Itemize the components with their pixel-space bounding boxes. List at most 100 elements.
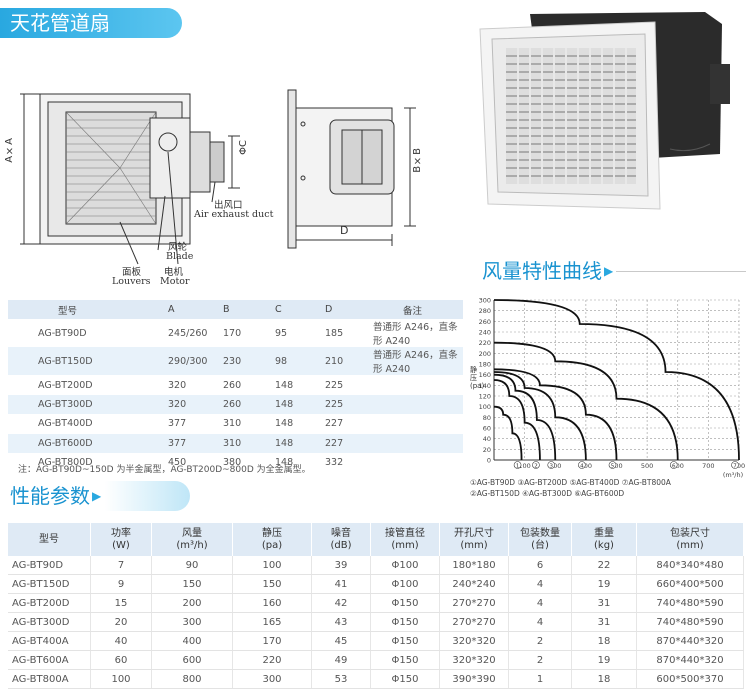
perf-cell: 200 [151,593,233,613]
perf-cell: Φ150 [370,612,440,632]
spec-cell: 450 [168,457,187,469]
spec-cell: 148 [275,433,325,453]
technical-drawing [20,89,416,265]
perf-cell: 4 [508,612,572,632]
curve-marker-label: 6 [672,463,676,469]
y-tick-label: 0 [487,457,491,465]
perf-cell: AG-BT400A [8,631,91,651]
curve-series-line [493,405,523,461]
spec-cell: 310 [223,418,242,430]
perf-cell: 20 [90,612,152,632]
perf-cell: Φ100 [370,556,440,575]
panel-label-cn: 面板 [122,267,142,278]
perf-cell: 740*480*590 [636,593,744,613]
perf-header-cell: 型号 [8,523,91,556]
spec-header-cell: C [275,300,325,320]
x-axis-unit-label: (m³/h) [723,471,743,479]
x-tick-label: 400 [610,462,622,470]
outlet-label-en: Air exhaust duct [194,209,274,220]
perf-cell: 39 [311,556,371,575]
spec-cell: AG-BT800D [38,457,93,469]
curve-title: 风量特性曲线 [482,259,602,283]
perf-cell: 840*340*480 [636,556,744,575]
perf-cell: 22 [571,556,637,575]
perf-header-row: 型号 功率(W) 风量(m³/h) 静压(pa) 噪音(dB) 接管直径(mm)… [8,523,744,556]
y-tick-label: 180 [479,361,491,369]
perf-cell: 300 [151,612,233,632]
dimension-d-label: D [340,224,349,237]
perf-cell: 31 [571,593,637,613]
perf-cell: 41 [311,574,371,594]
x-tick-label: 200 [549,462,561,470]
curve-marker-label: 7 [733,463,737,469]
perf-header-cell: 静压(pa) [232,523,312,556]
perf-cell: Φ150 [370,650,440,670]
spec-cell: AG-BT600D [8,433,168,453]
perf-cell: 42 [311,593,371,613]
curve-title-rule [616,271,746,272]
panel-label-en: Louvers [112,276,151,287]
curve-marker-circle [513,461,522,469]
table-row: AG-BT150D 290/300 230 98 210 普通形 A246，直条… [8,347,463,376]
perf-cell: 320*320 [439,631,509,651]
curve-marker-label: 4 [580,463,584,469]
chart-ylabel: 静压(pa) [470,366,485,390]
y-tick-label: 280 [479,307,491,315]
spec-cell: 310 [223,433,275,453]
perf-cell: 740*480*590 [636,612,744,632]
perf-cell: 180*180 [439,556,509,575]
perf-cell: 4 [508,574,572,594]
y-tick-label: 100 [479,403,491,411]
y-tick-label: 140 [479,382,491,390]
curve-marker-circle [669,461,678,469]
curve-series-line [493,373,557,461]
spec-cell: 290/300 [168,347,223,376]
perf-cell: 320*320 [439,650,509,670]
perf-cell: 2 [508,650,572,670]
perf-cell: 9 [90,574,152,594]
spec-note: 注：AG-BT90D~150D 为半金属型，AG-BT200D~800D 为全金… [18,465,311,475]
table-row: AG-BT300D 320 260 148 225 [8,394,463,415]
spec-header-cell: A [168,300,223,320]
curve-series-line [493,379,541,461]
perf-cell: 31 [571,612,637,632]
perf-cell: AG-BT150D [8,574,91,594]
x-tick-label: 600 [672,462,684,470]
perf-cell: 40 [90,631,152,651]
spec-cell: 148 [275,394,325,415]
perf-cell: Φ100 [370,574,440,594]
dimension-spec-table: 型号 A B C D 备注 AG-BT90D 245/260 170 95 18… [8,300,463,472]
spec-header-row: 型号 A B C D 备注 [8,300,463,320]
curve-marker-circle [532,461,540,469]
perf-cell: Φ150 [370,631,440,651]
curve-marker-label: 3 [550,463,554,469]
y-tick-label: 80 [483,414,491,422]
perf-header-cell: 开孔尺寸(mm) [439,523,509,556]
perf-cell: 2 [508,631,572,651]
perf-cell: 7 [90,556,152,575]
product-title-banner: 天花管道扇 [0,8,182,38]
curve-marker-circle [731,461,739,469]
spec-cell [373,394,463,415]
perf-cell: Φ150 [370,593,440,613]
spec-cell: 380 [223,457,242,469]
spec-cell [373,375,463,394]
spec-cell: 227 [325,433,373,453]
spec-cell: AG-BT400D [38,418,93,430]
perf-cell: 400 [151,631,233,651]
spec-cell: 320 [168,394,223,415]
table-row: AG-BT200D 320 260 148 225 [8,375,463,394]
perf-header-cell: 包装尺寸(mm) [636,523,744,556]
perf-cell: 100 [232,556,312,575]
y-tick-label: 60 [483,425,491,433]
perf-cell: 270*270 [439,593,509,613]
curve-series-line [493,341,679,461]
perf-cell: 170 [232,631,312,651]
y-tick-label: 20 [483,446,491,454]
perf-cell: 600 [151,650,233,670]
